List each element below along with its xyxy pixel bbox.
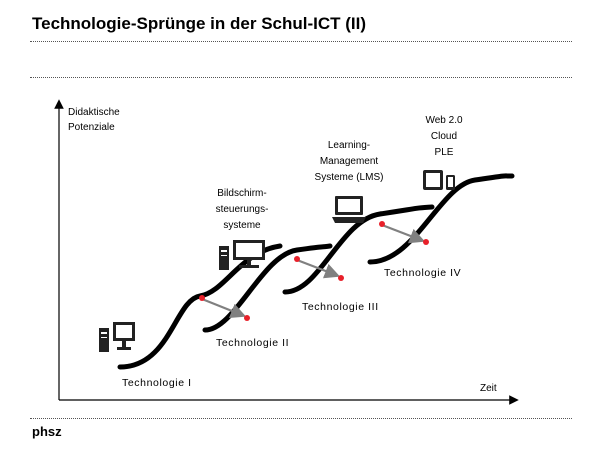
s-curve-technology-2 xyxy=(202,243,333,333)
x-axis-label: Zeit xyxy=(480,383,497,394)
jump-arrow-1 xyxy=(201,297,247,319)
transition-marker-1a xyxy=(199,295,205,301)
transition-marker-2b xyxy=(338,275,344,281)
transition-marker-2a xyxy=(294,256,300,262)
y-axis-label-line-2: Potenziale xyxy=(68,122,115,133)
tablet-phone-icon xyxy=(423,170,455,190)
jump-arrow-3 xyxy=(381,223,426,244)
technology-3-caption-line-3: Systeme (LMS) xyxy=(315,172,384,183)
s-curve-technology-4 xyxy=(367,173,515,265)
technology-4-caption-line-2: Cloud xyxy=(431,131,457,142)
technology-2-caption-line-1: Bildschirm- xyxy=(217,188,266,199)
technology-3-label: Technologie III xyxy=(302,301,379,313)
top-divider xyxy=(30,41,572,42)
technology-2-caption-line-2: steuerungs- xyxy=(216,204,269,215)
technology-2-label: Technologie II xyxy=(216,337,289,349)
laptop-icon xyxy=(332,196,366,223)
footer-logo-text: phsz xyxy=(32,424,62,439)
transition-marker-3a xyxy=(379,221,385,227)
technology-4-caption-line-3: PLE xyxy=(435,147,454,158)
jump-arrow-2 xyxy=(296,258,341,279)
technology-1-label: Technologie I xyxy=(122,377,192,389)
technology-4-caption-line-1: Web 2.0 xyxy=(425,115,462,126)
technology-3-caption-line-2: Management xyxy=(320,156,379,167)
transition-marker-3b xyxy=(423,239,429,245)
y-axis-label-line-1: Didaktische xyxy=(68,107,120,118)
technology-3-caption-line-1: Learning- xyxy=(328,140,370,151)
bottom-divider xyxy=(30,418,572,419)
technology-4-label: Technologie IV xyxy=(384,267,461,279)
transition-marker-1b xyxy=(244,315,250,321)
desktop-pc-icon xyxy=(219,240,265,270)
technology-2-caption-line-3: systeme xyxy=(223,220,261,231)
s-curve-technology-3 xyxy=(282,204,435,295)
upper-divider xyxy=(30,77,572,78)
desktop-pc-icon xyxy=(99,322,135,352)
slide-title: Technologie-Sprünge in der Schul-ICT (II… xyxy=(32,14,367,33)
